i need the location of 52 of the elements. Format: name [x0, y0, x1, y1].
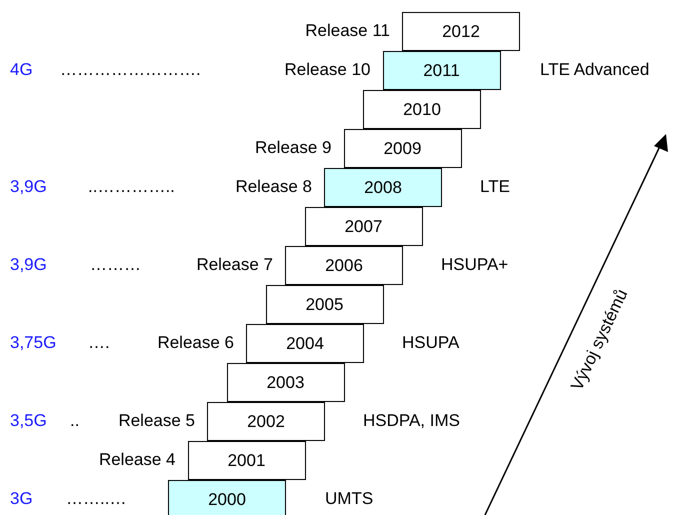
release-label: Release 5: [118, 411, 195, 431]
year-box: [344, 129, 462, 168]
dotted-leader: ………: [90, 255, 141, 275]
year-box: [207, 402, 325, 441]
year-text: 2002: [247, 412, 285, 432]
year-box: [324, 168, 442, 207]
release-label: Release 6: [157, 333, 234, 353]
generation-label: 3,5G: [10, 411, 47, 431]
year-box: [226, 363, 344, 402]
dotted-leader: ……..…: [66, 489, 126, 509]
year-text: 2006: [325, 256, 363, 276]
technology-label: HSUPA: [402, 333, 460, 353]
dotted-leader: ..…………..: [88, 177, 175, 197]
technology-label: LTE Advanced: [540, 60, 650, 80]
year-box: [266, 285, 384, 324]
release-label: Release 10: [284, 60, 370, 80]
year-box: [188, 441, 306, 480]
year-text: 2005: [306, 294, 344, 314]
technology-label: HSDPA, IMS: [363, 411, 460, 431]
year-text: 2001: [228, 450, 266, 470]
dotted-leader: …………………….: [60, 60, 201, 80]
release-label: Release 11: [305, 21, 390, 41]
year-box: [304, 207, 422, 246]
year-box: [246, 324, 364, 363]
generation-label: 3,9G: [10, 255, 47, 275]
year-text: 2009: [384, 138, 422, 158]
generation-label: 3,75G: [10, 333, 56, 353]
release-label: Release 4: [98, 450, 176, 470]
release-label: Release 7: [196, 255, 273, 275]
technology-label: HSUPA+: [441, 255, 508, 275]
year-text: 2007: [344, 216, 382, 236]
release-label: Release 8: [235, 177, 312, 197]
dotted-leader: ….: [88, 333, 110, 353]
year-box: [402, 12, 520, 51]
dotted-leader: ..: [70, 411, 80, 431]
year-text: 2010: [403, 100, 441, 120]
year-box: [285, 246, 403, 285]
year-box: [363, 90, 481, 129]
year-text: 2012: [442, 22, 480, 42]
generation-label: 4G: [10, 60, 33, 80]
year-text: 2011: [423, 60, 460, 80]
year-text: 2003: [266, 372, 304, 392]
year-text: 2000: [208, 490, 246, 510]
year-text: 2008: [364, 178, 402, 198]
year-box: [382, 51, 500, 90]
generation-label: 3G: [10, 489, 33, 509]
technology-label: LTE: [480, 177, 510, 197]
technology-label: UMTS: [325, 489, 374, 509]
generation-label: 3,9G: [10, 177, 47, 197]
release-label: Release 9: [254, 138, 332, 158]
year-box: [168, 480, 286, 515]
year-text: 2004: [286, 334, 324, 354]
